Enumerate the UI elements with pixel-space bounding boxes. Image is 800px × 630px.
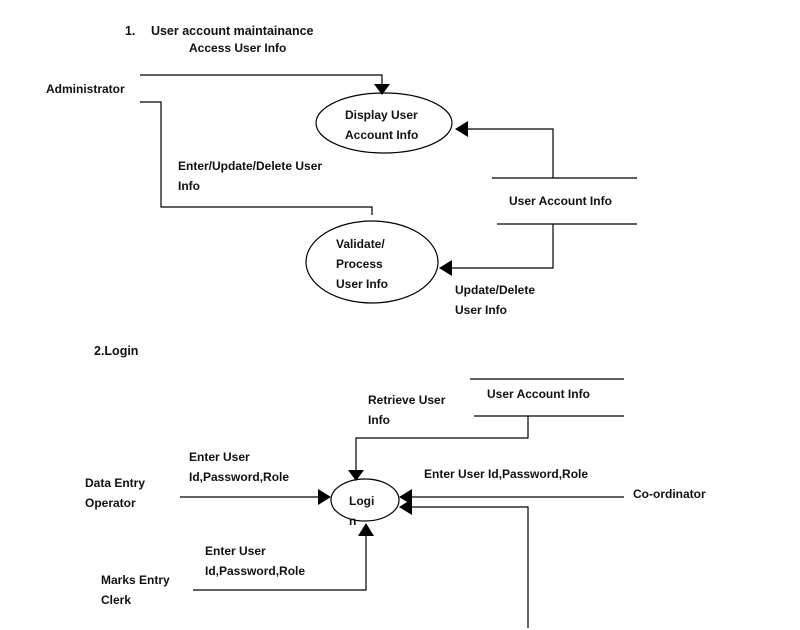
- flow-label-access: Access User Info: [189, 41, 287, 55]
- flow-line-access: [140, 74, 383, 84]
- flow-line-store-to-display: [468, 128, 554, 178]
- flow-label-enter-right: Enter User Id,Password,Role: [424, 467, 589, 481]
- entity-marks-entry-clerk: Marks Entry Clerk: [101, 573, 170, 607]
- flow-line-retrieve: [355, 416, 529, 470]
- arrowhead-operator: [318, 489, 331, 505]
- section1-number: 1.: [124, 24, 136, 38]
- flow-label-update: Update/Delete User Info: [455, 283, 536, 317]
- arrowhead-marks: [358, 523, 374, 536]
- entity-administrator: Administrator: [46, 82, 125, 96]
- section2-title: 2.Login: [94, 344, 139, 358]
- arrowhead-store-to-display: [455, 121, 468, 137]
- flow-line-lower-right: [412, 506, 529, 628]
- flow-line-enter: [140, 101, 373, 215]
- process-login-shape: [330, 478, 400, 522]
- store1-label: User Account Info: [509, 194, 612, 208]
- section1-title: User account maintainance: [150, 24, 314, 38]
- process-display-shape: [315, 92, 453, 154]
- entity-coordinator: Co-ordinator: [633, 487, 706, 501]
- section1-title-row: 1. User account maintainance: [118, 10, 314, 38]
- flow-line-store-to-validate: [452, 224, 554, 269]
- process-validate-shape: [305, 220, 439, 304]
- process-validate-label: Validate/ Process User Info: [336, 237, 389, 291]
- process-display-label: Display User Account Info: [345, 108, 419, 142]
- arrowhead-retrieve: [348, 470, 364, 481]
- flow-label-enter-bottom: Enter User Id,Password,Role: [205, 544, 306, 578]
- flow-label-enter-left: Enter User Id,Password,Role: [189, 450, 290, 484]
- flow-label-enter: Enter/Update/Delete User Info: [178, 159, 323, 193]
- arrowhead-lower-right: [399, 499, 412, 515]
- arrowhead-access: [374, 84, 390, 95]
- arrowhead-store-to-validate: [439, 260, 452, 276]
- process-login-label: Logi n: [349, 494, 375, 528]
- flow-label-retrieve: Retrieve User Info: [368, 393, 446, 427]
- entity-data-entry-operator: Data Entry Operator: [85, 476, 146, 510]
- store2-label: User Account Info: [487, 387, 590, 401]
- flow-line-marks: [193, 536, 367, 591]
